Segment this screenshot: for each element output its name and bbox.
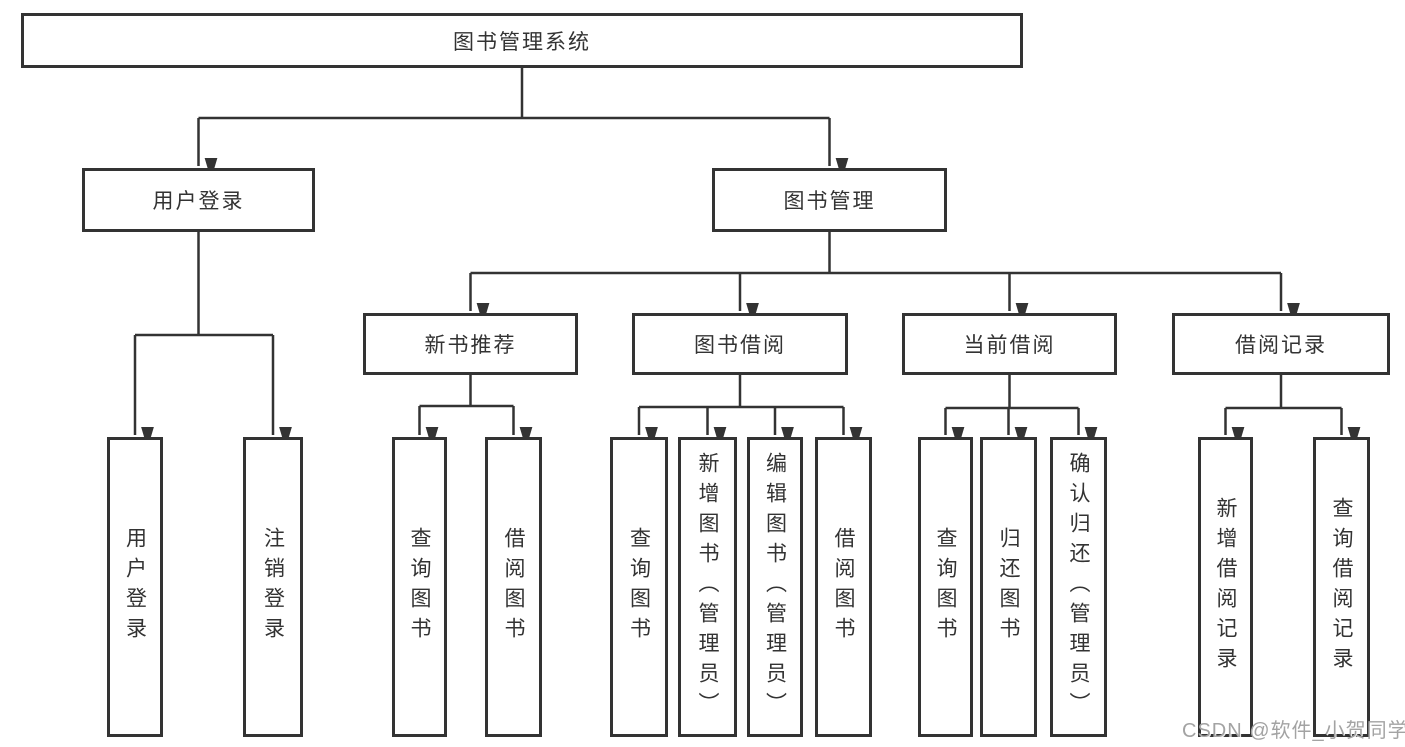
node-book-borrow: 图书借阅	[632, 313, 848, 375]
node-label: 确认归还（管理员）	[1067, 452, 1090, 722]
node-label: 图书管理	[783, 190, 876, 213]
node-label: 新增借阅记录	[1214, 497, 1237, 677]
leaf-query-borrow-record: 查询借阅记录	[1313, 437, 1370, 737]
node-label: 查询图书	[627, 527, 651, 647]
leaf-query-book: 查询图书	[392, 437, 447, 737]
leaf-borrow-book: 借阅图书	[485, 437, 542, 737]
leaf-query-book: 查询图书	[918, 437, 973, 737]
node-label: 查询图书	[408, 527, 431, 647]
node-new-book-recommend: 新书推荐	[363, 313, 578, 375]
node-label: 借阅图书	[832, 527, 855, 647]
node-book-management: 图书管理	[712, 168, 947, 232]
csdn-watermark: CSDN @软件_小贺同学	[1182, 720, 1405, 742]
node-label: 图书借阅	[694, 334, 786, 357]
node-label: 注销登录	[261, 527, 285, 647]
node-label: 新增图书（管理员）	[696, 452, 719, 722]
node-label: 新书推荐	[424, 334, 517, 357]
node-label: 借阅记录	[1235, 334, 1327, 357]
node-label: 当前借阅	[963, 334, 1056, 357]
leaf-logout: 注销登录	[243, 437, 303, 737]
node-label: 借阅图书	[502, 527, 525, 647]
node-library-management-system: 图书管理系统	[21, 13, 1023, 68]
node-label: 用户登录	[152, 190, 245, 213]
leaf-query-book: 查询图书	[610, 437, 668, 737]
leaf-confirm-return-admin: 确认归还（管理员）	[1050, 437, 1107, 737]
leaf-edit-book-admin: 编辑图书（管理员）	[747, 437, 803, 737]
node-label: 用户登录	[123, 527, 147, 647]
node-label: 归还图书	[997, 527, 1020, 647]
node-current-borrow: 当前借阅	[902, 313, 1117, 375]
node-label: 查询借阅记录	[1330, 497, 1353, 677]
leaf-add-book-admin: 新增图书（管理员）	[678, 437, 737, 737]
node-label: 图书管理系统	[453, 30, 591, 54]
node-user-login: 用户登录	[82, 168, 315, 232]
node-label: 查询图书	[934, 527, 957, 647]
leaf-user-login: 用户登录	[107, 437, 163, 737]
node-borrow-records: 借阅记录	[1172, 313, 1390, 375]
node-label: 编辑图书（管理员）	[763, 452, 787, 722]
leaf-borrow-book: 借阅图书	[815, 437, 872, 737]
leaf-add-borrow-record: 新增借阅记录	[1198, 437, 1253, 737]
leaf-return-book: 归还图书	[980, 437, 1037, 737]
